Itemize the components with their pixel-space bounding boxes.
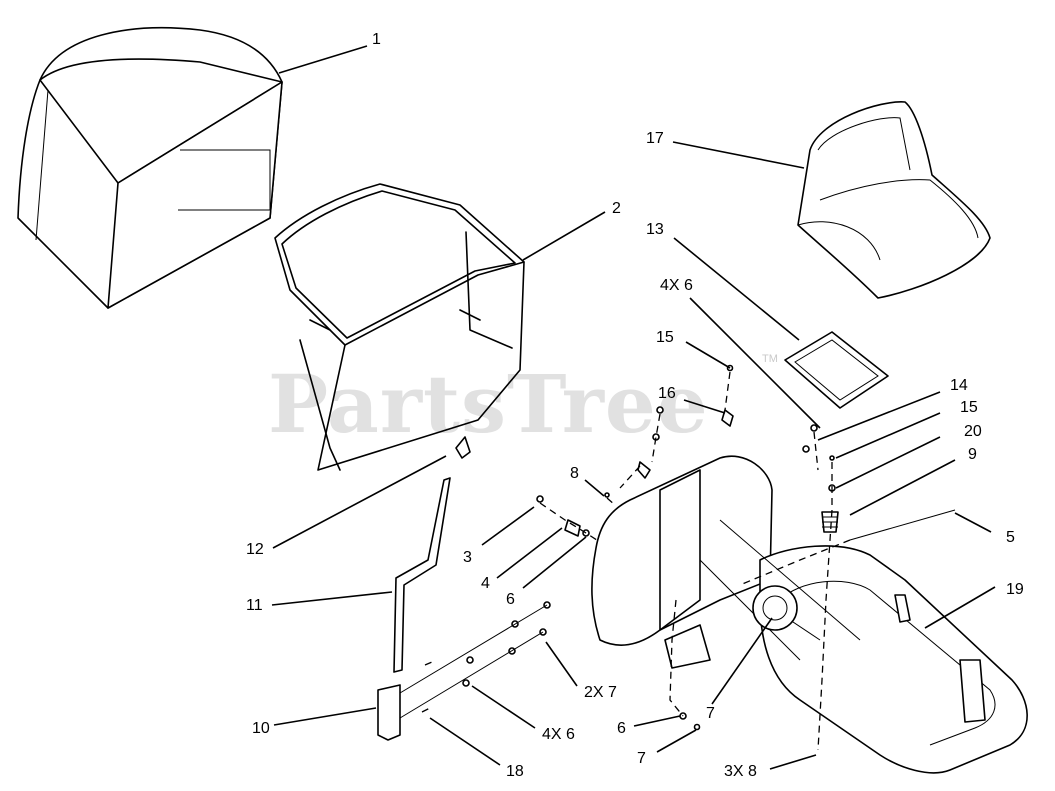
callout-6-right: 6 bbox=[617, 720, 626, 737]
callout-19: 19 bbox=[1006, 581, 1024, 598]
callout-3x8: 3X 8 bbox=[724, 763, 757, 780]
callout-2x7: 2X 7 bbox=[584, 684, 617, 701]
callout-20: 20 bbox=[964, 423, 982, 440]
watermark-text: PartsTree bbox=[268, 357, 709, 451]
chassis-frame-part bbox=[591, 455, 1028, 774]
handle-assembly-part bbox=[377, 436, 551, 741]
seat-part bbox=[797, 101, 991, 299]
bag-frame-part bbox=[274, 183, 525, 471]
callout-15-lower: 15 bbox=[960, 399, 978, 416]
callout-4x6-lower: 4X 6 bbox=[542, 726, 575, 743]
callout-8: 8 bbox=[570, 465, 579, 482]
callout-10: 10 bbox=[252, 720, 270, 737]
callout-12: 12 bbox=[246, 541, 264, 558]
callout-3: 3 bbox=[463, 549, 472, 566]
callout-16: 16 bbox=[658, 385, 676, 402]
callout-17: 17 bbox=[646, 130, 664, 147]
callout-2: 2 bbox=[612, 200, 621, 217]
callout-labels: 1 2 17 13 4X 6 15 16 14 15 20 9 5 19 8 3… bbox=[246, 31, 1024, 780]
callout-7-mid: 7 bbox=[706, 705, 715, 722]
callout-18: 18 bbox=[506, 763, 524, 780]
callout-5: 5 bbox=[1006, 529, 1015, 546]
callout-11: 11 bbox=[246, 597, 263, 614]
bag-cover-part bbox=[17, 27, 283, 309]
watermark-trademark: TM bbox=[762, 353, 778, 365]
callout-15-upper: 15 bbox=[656, 329, 674, 346]
seat-plate-part bbox=[784, 331, 889, 409]
callout-6-left: 6 bbox=[506, 591, 515, 608]
assembly-dash-lines bbox=[539, 371, 851, 751]
callout-14: 14 bbox=[950, 377, 968, 394]
callout-1: 1 bbox=[372, 31, 381, 48]
callout-leaders bbox=[271, 45, 996, 770]
callout-9: 9 bbox=[968, 446, 977, 463]
callout-13: 13 bbox=[646, 221, 664, 238]
callout-7-lower: 7 bbox=[637, 750, 646, 767]
callout-4x6-upper: 4X 6 bbox=[660, 277, 693, 294]
callout-4: 4 bbox=[481, 575, 490, 592]
